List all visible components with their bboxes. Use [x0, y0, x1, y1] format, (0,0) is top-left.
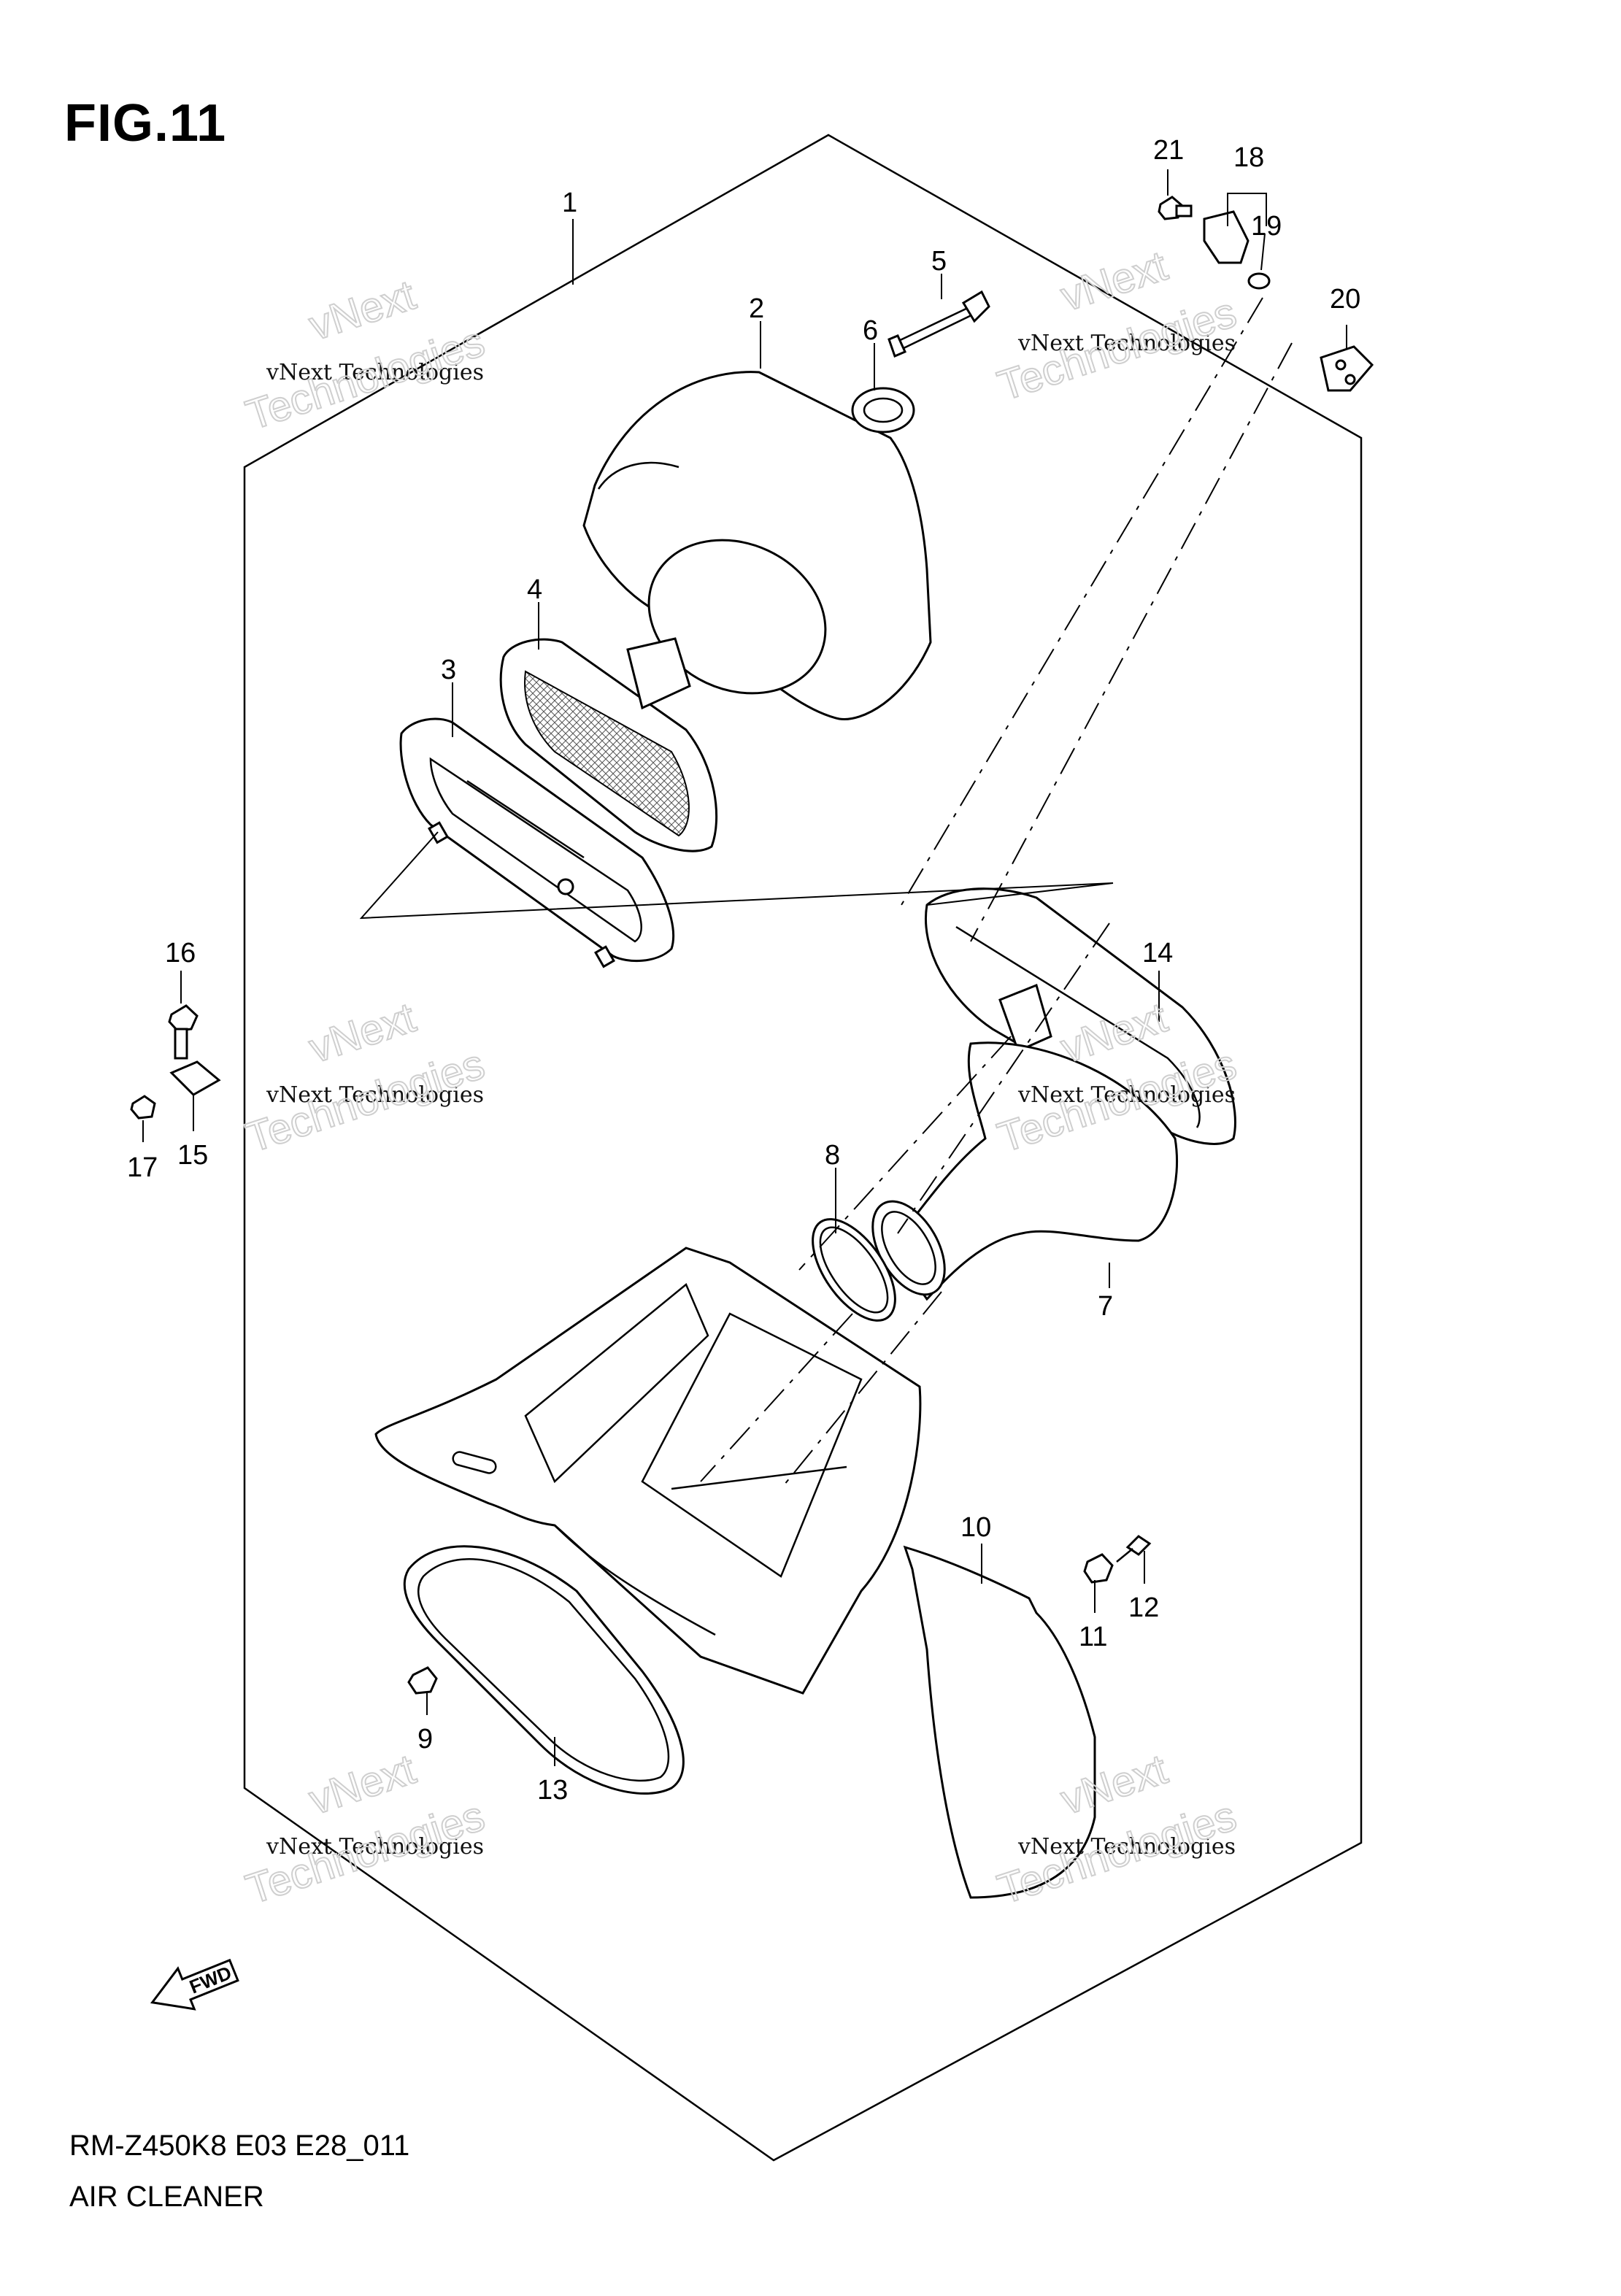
svg-text:vNext: vNext: [304, 993, 421, 1072]
callout-9: 9: [417, 1724, 433, 1754]
svg-text:vNext Technologies: vNext Technologies: [266, 1082, 484, 1108]
callout-11: 11: [1079, 1622, 1107, 1652]
case-gasket: [403, 1545, 685, 1795]
filter-holder: [399, 717, 675, 963]
callout-labels: 1 2 3 4 5 6 7 8 9 10 11 12 13 14 15 16 1…: [127, 135, 1360, 1806]
svg-text:vNext Technologies: vNext Technologies: [266, 1834, 484, 1860]
filter-cage: [499, 637, 718, 852]
callout-5: 5: [931, 246, 947, 277]
callout-10: 10: [960, 1512, 991, 1543]
callout-3: 3: [441, 655, 456, 685]
watermark-top-left: vNext Technologies vNext Technologies: [239, 270, 490, 439]
svg-text:vNext: vNext: [304, 271, 421, 350]
callout-15: 15: [177, 1140, 208, 1171]
callout-12: 12: [1128, 1592, 1159, 1623]
callout-17: 17: [127, 1152, 158, 1183]
long-bolt: [887, 290, 990, 358]
callout-16: 16: [165, 938, 196, 968]
model-code: RM-Z450K8 E03 E28_011: [69, 2130, 410, 2162]
collar: [851, 387, 915, 434]
callout-7: 7: [1098, 1291, 1113, 1322]
svg-text:vNext Technologies: vNext Technologies: [266, 360, 484, 385]
leader-lines: [142, 169, 1347, 1766]
callout-4: 4: [527, 574, 542, 605]
callout-2: 2: [749, 293, 764, 324]
filter-element: [582, 371, 932, 721]
callout-19: 19: [1251, 211, 1282, 242]
svg-text:vNext: vNext: [304, 1745, 421, 1824]
svg-text:vNext Technologies: vNext Technologies: [1017, 331, 1236, 356]
mud-guard: [903, 1545, 1096, 1899]
callout-21: 21: [1153, 135, 1184, 166]
callout-14: 14: [1142, 938, 1173, 968]
callout-20: 20: [1330, 284, 1360, 315]
callout-13: 13: [537, 1775, 568, 1806]
air-boot-flange: [925, 887, 1236, 1145]
callout-18: 18: [1233, 142, 1264, 173]
svg-text:vNext Technologies: vNext Technologies: [1017, 1082, 1236, 1108]
forward-direction-arrow: FWD: [150, 1958, 239, 2011]
watermark-top-right: vNext Technologies vNext Technologies: [991, 241, 1242, 410]
watermark-mid-left: vNext Technologies vNext Technologies: [239, 993, 490, 1162]
hose-clamp: [812, 1218, 896, 1322]
intake-boot: [871, 1041, 1178, 1301]
watermark-bottom-left: vNext Technologies vNext Technologies: [239, 1744, 490, 1914]
svg-text:vNext Technologies: vNext Technologies: [1017, 1834, 1236, 1860]
callout-1: 1: [562, 188, 577, 218]
callout-6: 6: [863, 315, 878, 346]
figure-title: FIG.11: [64, 94, 227, 153]
callout-8: 8: [825, 1140, 840, 1171]
air-box-case: [374, 1247, 922, 1695]
svg-text:vNext: vNext: [1055, 242, 1173, 320]
section-name: AIR CLEANER: [69, 2181, 264, 2213]
assembly-outline: [243, 134, 1363, 2162]
fasteners: [130, 196, 1374, 1695]
